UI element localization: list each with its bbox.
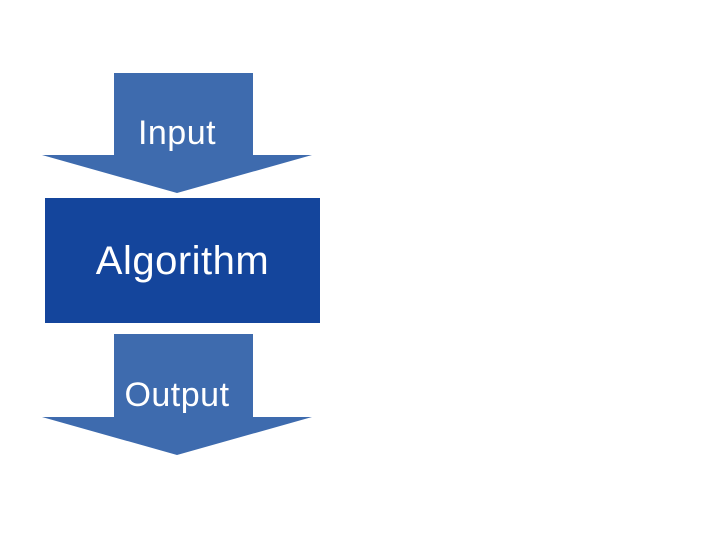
output-arrow-shape	[42, 334, 312, 455]
algorithm-box-shape	[45, 198, 320, 323]
input-arrow-shape	[42, 73, 312, 193]
